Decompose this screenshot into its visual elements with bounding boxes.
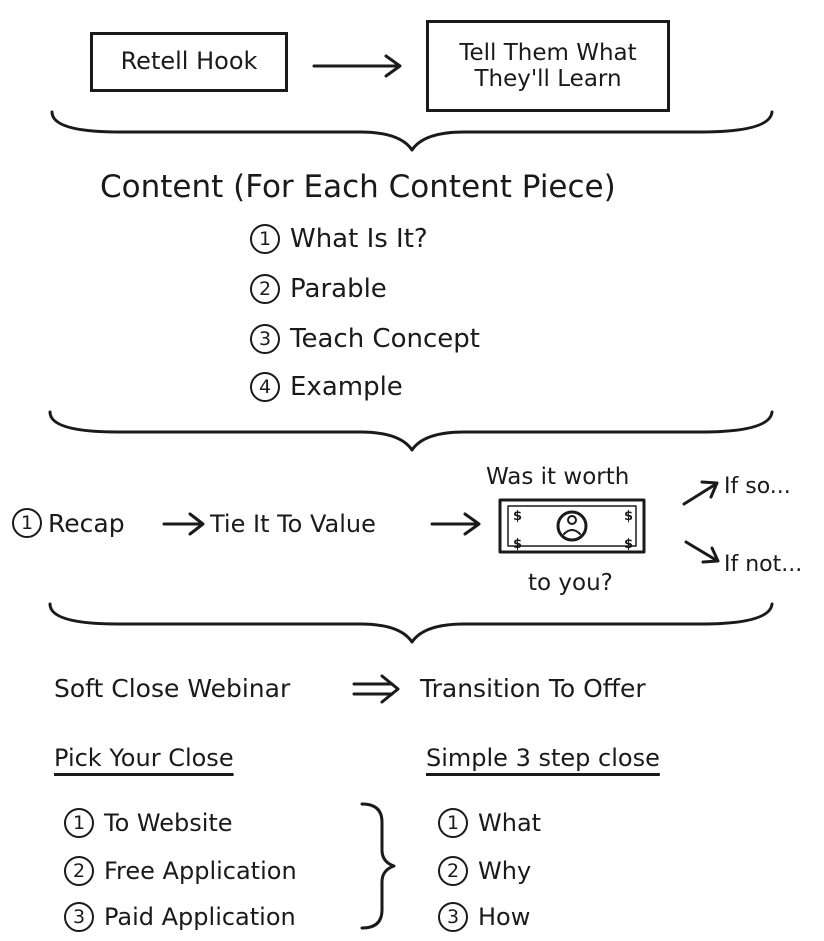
dollar-sign-icon: $ [624, 537, 633, 552]
step-number-badge: 3 [250, 324, 280, 354]
step-number-badge: 1 [250, 224, 280, 254]
dollar-sign-icon: $ [624, 509, 633, 524]
retell-hook-box: Retell Hook [90, 32, 288, 92]
arrow-if-so [682, 480, 719, 506]
pick-close-item: 2 Free Application [64, 856, 297, 886]
content-step: 4 Example [250, 372, 403, 402]
simple-close-item-label: What [478, 809, 542, 837]
arrow-if-not [684, 540, 720, 564]
pick-close-heading: Pick Your Close [54, 744, 234, 772]
step-number-badge: 4 [250, 372, 280, 402]
arrow-hook-to-learn [312, 54, 402, 78]
step-number-badge: 2 [438, 856, 468, 886]
simple-close-heading: Simple 3 step close [426, 744, 660, 772]
worth-question-top: Was it worth [486, 464, 630, 490]
pick-close-item-label: Paid Application [104, 903, 296, 931]
learn-box: Tell Them What They'll Learn [426, 20, 670, 112]
simple-close-item: 1 What [438, 808, 541, 838]
if-so-label: If so... [724, 474, 791, 499]
learn-label-line2: They'll Learn [474, 66, 622, 92]
step-number-badge: 2 [64, 856, 94, 886]
step-number-badge: 1 [64, 808, 94, 838]
step-label: Parable [290, 274, 387, 304]
money-bill-icon [498, 498, 646, 554]
pick-close-item-label: To Website [104, 809, 233, 837]
content-step: 3 Teach Concept [250, 324, 480, 354]
content-step: 2 Parable [250, 274, 387, 304]
step-label: What Is It? [290, 224, 428, 254]
recap-label: Recap [48, 508, 125, 538]
simple-close-item-label: Why [478, 857, 532, 885]
if-not-label: If not... [724, 552, 803, 577]
pick-close-item: 3 Paid Application [64, 902, 296, 932]
arrow-recap-to-tie [162, 512, 205, 536]
transition-label: Transition To Offer [420, 674, 646, 703]
double-arrow-icon [352, 674, 400, 704]
simple-close-item: 3 How [438, 902, 530, 932]
brace-recap [48, 602, 774, 644]
step-label: Teach Concept [290, 324, 480, 354]
step-number-badge: 3 [438, 902, 468, 932]
worth-question-bottom: to you? [528, 570, 613, 596]
pick-close-item-label: Free Application [104, 857, 297, 885]
soft-close-label: Soft Close Webinar [54, 674, 291, 703]
content-title: Content (For Each Content Piece) [100, 169, 616, 205]
brace-intro [50, 110, 774, 152]
learn-label-line1: Tell Them What [459, 39, 637, 66]
tie-it-to-value-label: Tie It To Value [210, 510, 376, 538]
brace-pick-close [360, 802, 396, 930]
brace-content [48, 410, 774, 452]
content-step: 1 What Is It? [250, 224, 428, 254]
step-number-badge: 1 [438, 808, 468, 838]
dollar-sign-icon: $ [513, 537, 522, 552]
pick-close-item: 1 To Website [64, 808, 233, 838]
recap-step: 1 Recap [12, 508, 125, 538]
step-label: Example [290, 372, 403, 402]
simple-close-item-label: How [478, 903, 531, 931]
simple-close-item: 2 Why [438, 856, 531, 886]
step-number-badge: 3 [64, 902, 94, 932]
step-number-badge: 1 [12, 508, 42, 538]
retell-hook-label: Retell Hook [120, 47, 258, 76]
arrow-tie-to-money [430, 512, 481, 536]
step-number-badge: 2 [250, 274, 280, 304]
dollar-sign-icon: $ [513, 509, 522, 524]
